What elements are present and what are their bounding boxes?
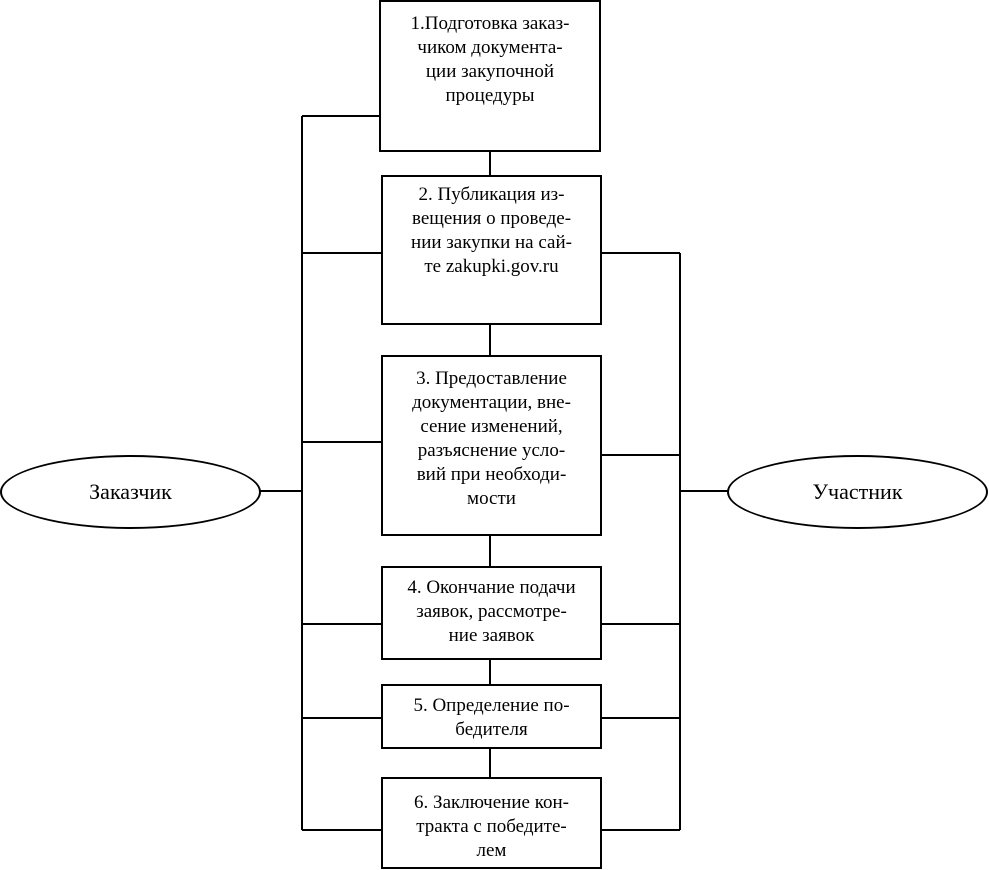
step-3-line-2: документации, вне-: [412, 392, 571, 413]
step-box-6: 6. Заключение кон- тракта с победите- ле…: [381, 777, 602, 869]
step-1-line-3: ции закупочной: [425, 61, 555, 82]
step-box-1: 1.Подготовка заказ- чиком документа- ции…: [379, 0, 601, 152]
step-4-line-2: заявок, рассмотре-: [416, 601, 567, 622]
step-box-3: 3. Предоставление документации, вне- сен…: [381, 355, 602, 536]
step-box-2: 2. Публикация из- вещения о проведе- нии…: [381, 175, 602, 325]
step-6-line-2: тракта с победите-: [416, 816, 567, 837]
step-box-4: 4. Окончание подачи заявок, рассмотре- н…: [381, 566, 602, 660]
step-2-line-2: вещения о проведе-: [411, 208, 572, 229]
step-2-line-4: те zakupki.gov.ru: [424, 256, 559, 277]
step-1-line-1: 1.Подготовка заказ-: [410, 13, 570, 34]
step-6-line-3: лем: [476, 840, 507, 861]
step-3-line-6: мости: [467, 488, 516, 509]
step-3-line-3: сение изменений,: [420, 416, 563, 437]
participant-label: Участник: [812, 479, 903, 504]
step-3-line-1: 3. Предоставление: [416, 368, 567, 389]
step-4-line-3: ние заявок: [448, 625, 535, 646]
step-2-line-1: 2. Публикация из-: [418, 184, 565, 205]
customer-label: Заказчик: [89, 479, 172, 504]
step-3-line-4: разъяснение усло-: [417, 440, 566, 461]
step-5-line-2: бедителя: [455, 719, 528, 740]
step-box-5: 5. Определение по- бедителя: [381, 684, 602, 749]
step-5-line-1: 5. Определение по-: [413, 695, 570, 716]
step-1-line-4: процедуры: [445, 85, 535, 106]
customer-ellipse: Заказчик: [0, 455, 261, 529]
step-6-line-1: 6. Заключение кон-: [414, 792, 569, 813]
step-1-line-2: чиком документа-: [417, 37, 563, 58]
step-3-line-5: вий при необходи-: [416, 464, 567, 485]
step-4-line-1: 4. Окончание подачи: [407, 577, 576, 598]
step-2-line-3: нии закупки на сай-: [411, 232, 572, 253]
participant-ellipse: Участник: [727, 455, 988, 529]
